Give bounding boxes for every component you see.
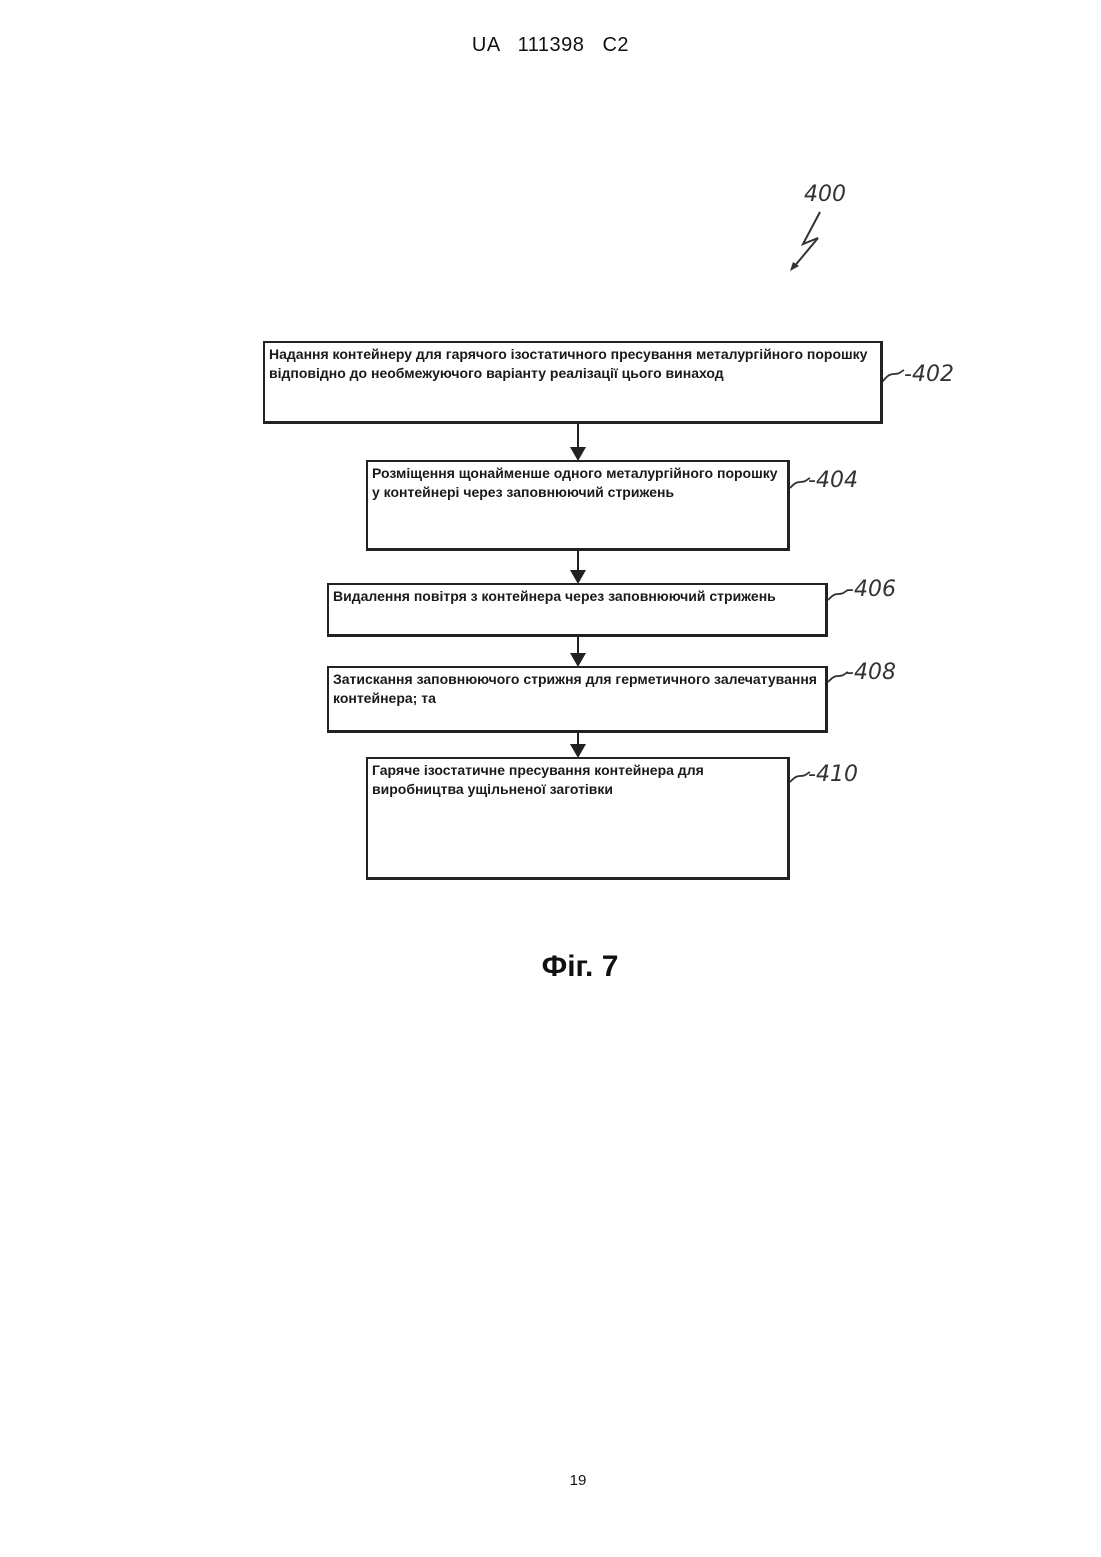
step-text-402: Надання контейнеру для гарячого ізостати…	[269, 346, 867, 381]
step-ref-402: -402	[904, 362, 954, 387]
step-box-404: Розміщення щонайменше одного металургійн…	[366, 460, 790, 551]
step-text-404: Розміщення щонайменше одного металургійн…	[372, 465, 778, 500]
step-text-410: Гаряче ізостатичне пресування контейнера…	[372, 762, 704, 797]
step-box-410: Гаряче ізостатичне пресування контейнера…	[366, 757, 790, 880]
step-ref-406: -406	[846, 577, 896, 602]
step-ref-404: -404	[808, 468, 858, 493]
step-text-406: Видалення повітря з контейнера через зап…	[333, 588, 776, 604]
leader-408	[828, 672, 848, 682]
step-box-406: Видалення повітря з контейнера через зап…	[327, 583, 828, 637]
page-number: 19	[0, 1472, 1101, 1489]
leader-406	[828, 590, 848, 600]
figure-caption: Фіг. 7	[0, 950, 1101, 984]
leader-402	[882, 370, 904, 382]
figure-ref-number: 400	[804, 182, 846, 207]
leader-404	[790, 478, 810, 488]
leader-410	[790, 772, 810, 782]
step-box-402: Надання контейнеру для гарячого ізостати…	[263, 341, 883, 424]
step-ref-408: -408	[846, 660, 896, 685]
step-ref-410: -410	[808, 762, 858, 787]
step-box-408: Затискання заповнюючого стрижня для герм…	[327, 666, 828, 733]
step-text-408: Затискання заповнюючого стрижня для герм…	[333, 671, 817, 706]
figure-ref-arrow	[793, 212, 820, 268]
